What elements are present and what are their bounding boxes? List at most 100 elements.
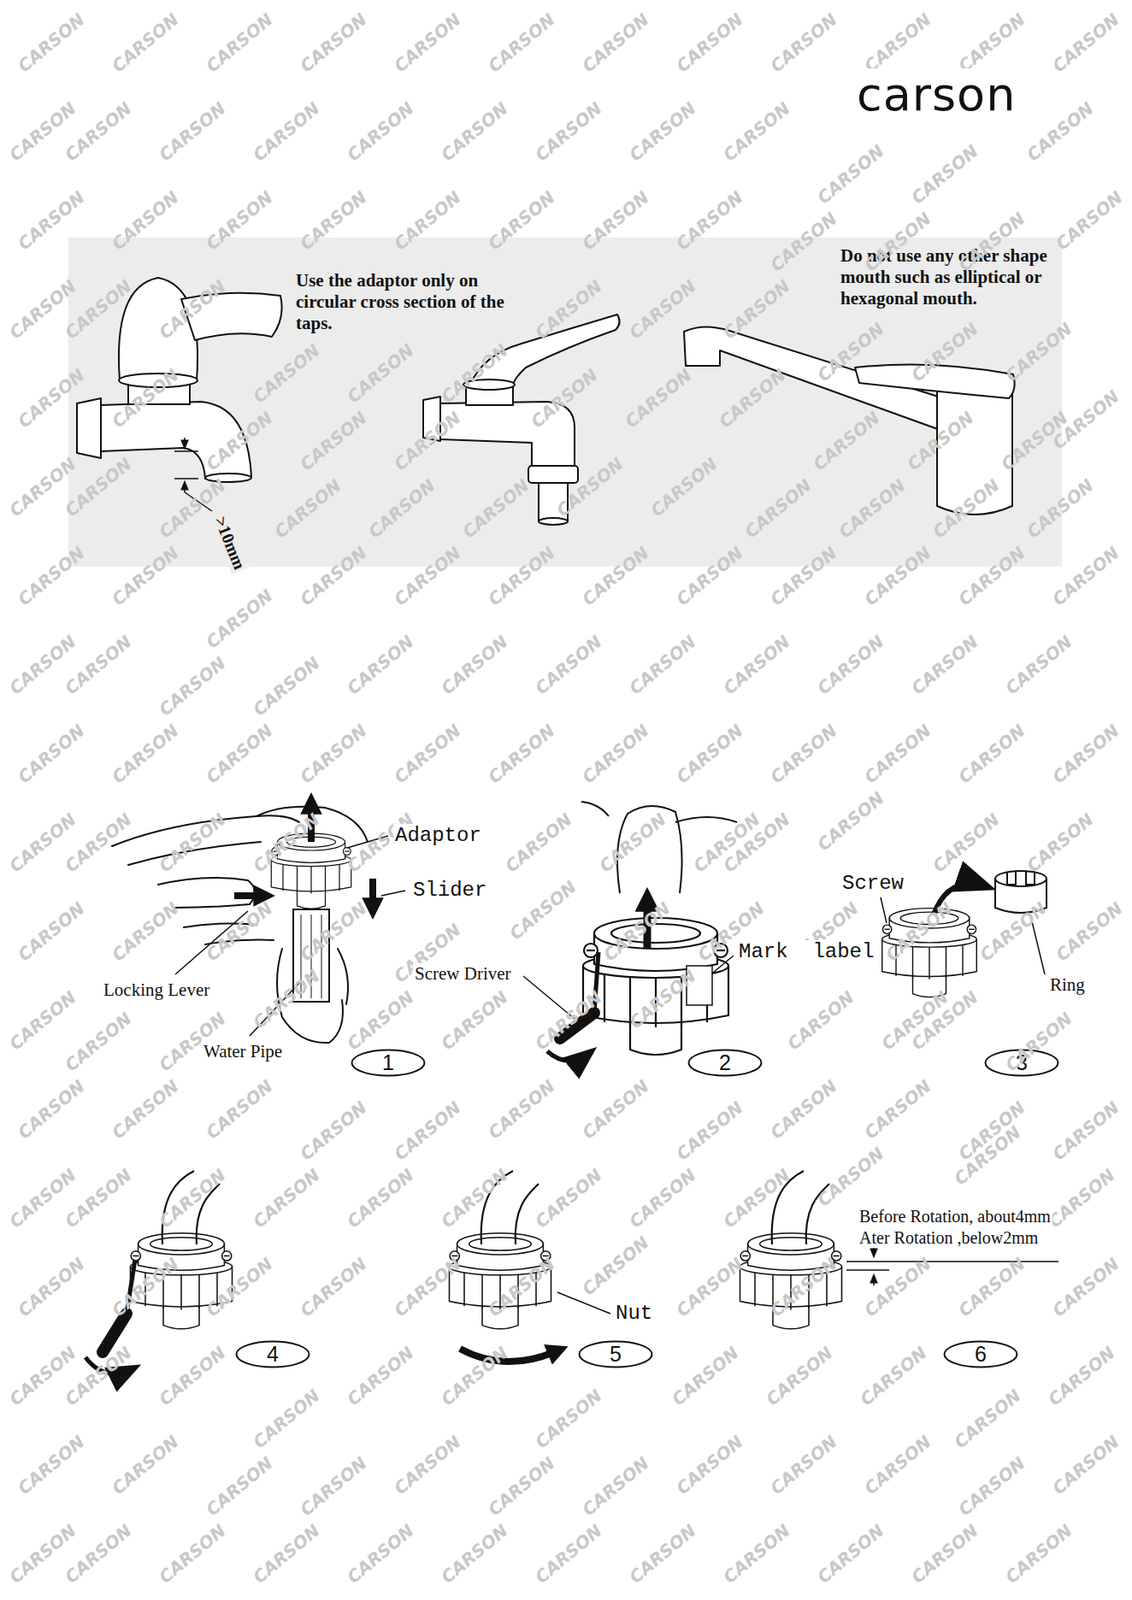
- watermark: CARSON: [813, 1521, 888, 1587]
- watermark: CARSON: [672, 1097, 747, 1164]
- watermark: CARSON: [813, 141, 888, 207]
- callout-number: 2: [719, 1052, 732, 1074]
- watermark: CARSON: [1049, 9, 1123, 76]
- watermark: CARSON: [437, 1165, 512, 1232]
- watermark: CARSON: [108, 720, 183, 787]
- watermark: CARSON: [813, 631, 888, 698]
- watermark: CARSON: [296, 898, 371, 965]
- watermark: CARSON: [625, 1521, 700, 1587]
- watermark: CARSON: [1049, 720, 1123, 787]
- watermark: CARSON: [14, 1254, 89, 1321]
- watermark: CARSON: [437, 1343, 512, 1410]
- watermark: CARSON: [390, 1254, 465, 1321]
- watermark: CARSON: [155, 653, 230, 720]
- watermark: CARSON: [484, 720, 559, 787]
- watermark: CARSON: [202, 1453, 277, 1520]
- watermark: CARSON: [1049, 1097, 1123, 1164]
- callout-ellipse: 1: [350, 1049, 426, 1078]
- watermark: CARSON: [14, 542, 89, 609]
- watermark: CARSON: [343, 1343, 418, 1410]
- watermark: CARSON: [856, 1343, 931, 1410]
- part-label: Nut: [613, 1302, 655, 1327]
- watermark: CARSON: [907, 631, 982, 698]
- watermark: CARSON: [766, 1254, 841, 1321]
- watermark: CARSON: [578, 1076, 653, 1143]
- watermark: CARSON: [1044, 1165, 1119, 1232]
- watermark: CARSON: [1023, 98, 1097, 165]
- callout-number: 1: [382, 1052, 395, 1074]
- watermark: CARSON: [506, 877, 580, 944]
- watermark: CARSON: [531, 98, 606, 165]
- watermark: CARSON: [202, 720, 277, 787]
- watermark: CARSON: [950, 1385, 1025, 1452]
- part-label: Adaptor: [393, 824, 484, 849]
- callout-ellipse: 4: [235, 1340, 311, 1369]
- watermark: CARSON: [976, 898, 1050, 965]
- watermark: CARSON: [578, 1453, 653, 1520]
- part-label: Ring: [1048, 974, 1087, 996]
- watermark: CARSON: [907, 1521, 982, 1587]
- watermark: CARSON: [766, 1076, 841, 1143]
- watermark: CARSON: [249, 98, 324, 165]
- watermark: CARSON: [390, 1432, 465, 1498]
- watermark: CARSON: [343, 98, 418, 165]
- watermark: CARSON: [14, 720, 89, 787]
- watermark: CARSON: [531, 1521, 606, 1587]
- watermark: CARSON: [813, 1143, 888, 1210]
- watermark: CARSON: [437, 98, 512, 165]
- watermark: CARSON: [390, 720, 465, 787]
- watermark: CARSON: [390, 1097, 465, 1164]
- watermark: CARSON: [343, 631, 418, 698]
- watermark: CARSON: [249, 1165, 324, 1232]
- watermark: CARSON: [595, 809, 670, 876]
- watermark: CARSON: [531, 987, 606, 1054]
- watermark: CARSON: [672, 720, 747, 787]
- watermark: CARSON: [860, 720, 935, 787]
- watermark: CARSON: [155, 809, 230, 876]
- watermark: CARSON: [249, 966, 324, 1032]
- watermark: CARSON: [484, 1453, 559, 1520]
- part-label: Locking Lever: [101, 979, 212, 1001]
- watermark: CARSON: [929, 809, 1003, 876]
- watermark: CARSON: [1049, 1254, 1123, 1321]
- watermark: CARSON: [155, 1165, 230, 1232]
- watermark: CARSON: [155, 1521, 230, 1587]
- watermark: CARSON: [719, 631, 794, 698]
- watermark: CARSON: [1002, 1521, 1076, 1587]
- watermark: CARSON: [882, 898, 956, 965]
- callout-number: 5: [609, 1344, 622, 1366]
- watermark: CARSON: [1023, 809, 1097, 876]
- watermark: CARSON: [202, 585, 277, 652]
- watermark: CARSON: [108, 1432, 183, 1498]
- watermark: CARSON: [343, 1521, 418, 1587]
- watermark: CARSON: [343, 1165, 418, 1232]
- watermark: CARSON: [578, 9, 653, 76]
- watermark: CARSON: [249, 809, 324, 876]
- watermark: CARSON: [501, 809, 576, 876]
- watermark: CARSON: [625, 98, 700, 165]
- brand-logo: carson: [854, 68, 1018, 122]
- watermark: CARSON: [484, 1076, 559, 1143]
- watermark: CARSON: [14, 1076, 89, 1143]
- watermark: CARSON: [1049, 1432, 1123, 1498]
- watermark: CARSON: [437, 631, 512, 698]
- watermark: CARSON: [155, 98, 230, 165]
- watermark: CARSON: [484, 1254, 559, 1321]
- watermark: CARSON: [860, 9, 935, 76]
- watermark: CARSON: [202, 898, 277, 965]
- watermark: CARSON: [625, 1165, 700, 1232]
- watermark: CARSON: [484, 9, 559, 76]
- watermark: CARSON: [766, 1432, 841, 1498]
- watermark: CARSON: [1044, 1343, 1119, 1410]
- callout-ellipse: 6: [943, 1340, 1019, 1369]
- watermark: CARSON: [860, 1432, 935, 1498]
- callout-number: 4: [266, 1344, 279, 1366]
- watermark: CARSON: [61, 1008, 136, 1075]
- watermark: CARSON: [907, 141, 982, 207]
- callout-ellipse: 2: [687, 1049, 763, 1078]
- watermark: CARSON: [5, 987, 80, 1054]
- watermark: CARSON: [531, 1165, 606, 1232]
- measurement-note: Before Rotation, about4mm: [857, 1207, 1053, 1227]
- watermark: CARSON: [249, 1385, 324, 1452]
